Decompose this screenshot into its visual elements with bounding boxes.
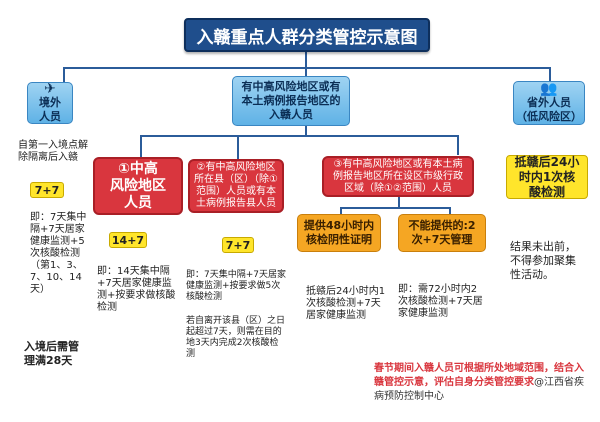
other-province-box: 👥 省外人员 （低风险区） <box>513 81 585 125</box>
orange2-text: 即：需72小时内2次核酸检测+7天居家健康监测 <box>398 284 483 319</box>
red-box-3: ③有中高风险地区或有本土病例报告地区所在设区市级行政区域（除①②范围）人员 <box>322 156 474 197</box>
red-box-2: ②有中高风险地区所在县（区）（除①范围）人员或有本土病例报告县人员 <box>188 159 284 213</box>
right-text: 结果未出前，不得参加聚集性活动。 <box>510 240 576 281</box>
center-box: 有中高风险地区或有本土病例报告地区的入赣人员 <box>232 76 350 126</box>
overseas-text1: 自第一入境点解除隔离后入赣 <box>18 140 88 163</box>
connector-center-below <box>305 126 307 136</box>
connector-right-down <box>549 67 551 81</box>
airplane-icon: ✈ <box>44 81 56 97</box>
right-yellow-box: 抵赣后24小时内1次核酸检测 <box>506 155 588 199</box>
overseas-text2: 即：7天集中隔+7天居家健康监测+5次核酸检测（第1、3、7、10、14天） <box>30 212 87 295</box>
red2-text2: 即：7天集中隔+7天居家健康监测+按要求做5次核酸检测 <box>186 270 286 302</box>
connector-red3-branch <box>340 207 450 209</box>
connector-orange2-down <box>449 207 451 214</box>
connector-branch-2 <box>237 135 239 159</box>
connector-red3-down <box>398 197 400 208</box>
red-box-1: ①中高 风险地区 人员 <box>93 157 183 215</box>
footer-note: 春节期间入赣人员可根据所处地域范围，结合入赣管控示意，评估自身分类管控要求@江西… <box>374 363 584 402</box>
page-title: 入赣重点人群分类管控示意图 <box>184 18 430 52</box>
overseas-tag: 7+7 <box>30 182 64 198</box>
overseas-text3: 入境后需管理满28天 <box>24 340 79 367</box>
orange-box-1: 提供48小时内核检阴性证明 <box>297 214 381 252</box>
connector-branch-3 <box>457 135 459 155</box>
connector-left-down <box>63 67 65 82</box>
red1-tag: 14+7 <box>109 232 147 248</box>
red2-tag: 7+7 <box>222 237 254 253</box>
orange1-text: 抵赣后24小时内1次核酸检测+7天居家健康监测 <box>306 286 386 321</box>
overseas-box: ✈ 境外 人员 <box>27 82 73 124</box>
connector-orange1-down <box>340 207 342 214</box>
connector-branch-1 <box>140 135 142 157</box>
connector-center-down <box>305 68 307 76</box>
red1-text: 即：14天集中隔+7天居家健康监测+按要求做核酸检测 <box>97 266 176 313</box>
orange-box-2: 不能提供的:2次+7天管理 <box>398 214 486 252</box>
people-icon: 👥 <box>540 81 558 97</box>
connector-title-down <box>305 52 307 68</box>
red2-text3: 若自离开该县（区）之日起超过7天，则需在目的地3天内完成2次核酸检测 <box>186 316 286 359</box>
connector-center-branch <box>140 135 458 137</box>
